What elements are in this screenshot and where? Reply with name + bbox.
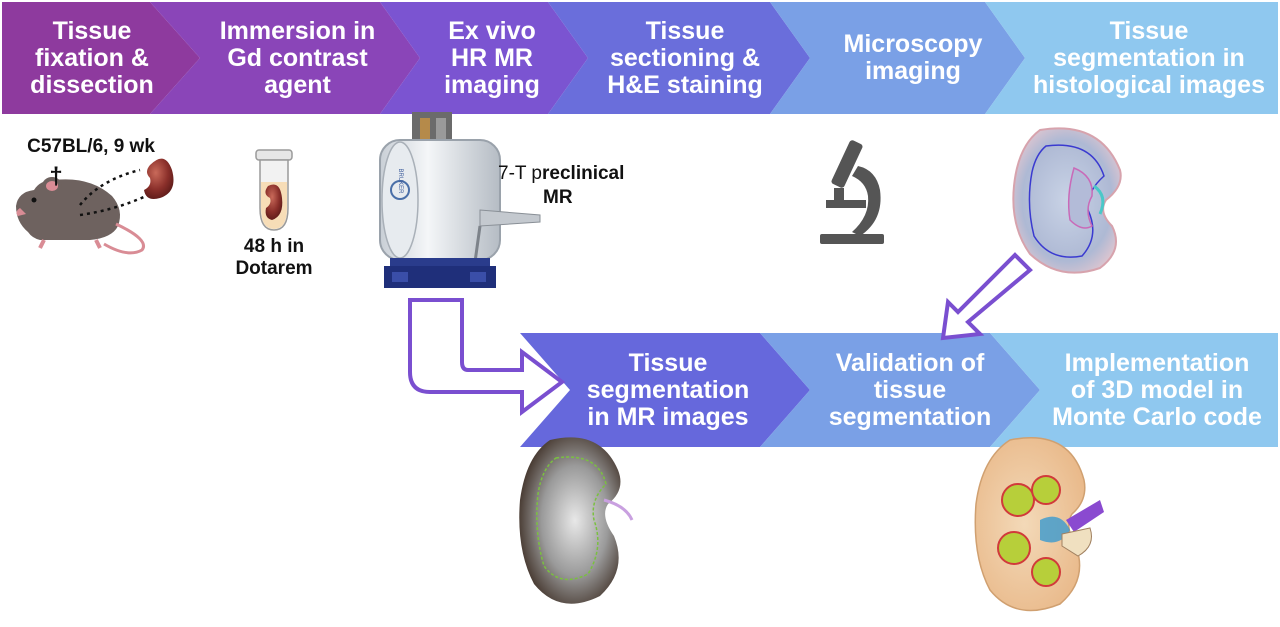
kidney-icon <box>144 158 174 199</box>
chevron-step-4 <box>548 2 810 114</box>
step-label-immersion: Immersion in Gd contrast agent <box>219 16 376 99</box>
mri-scanner-icon <box>379 112 541 288</box>
flow-arrow-mr <box>408 298 566 416</box>
step-label-fixation: Tissue fixation & dissection <box>30 16 154 99</box>
step-label-mr-segmentation: Tissue segmentation in MR images <box>586 348 750 431</box>
flow-arrow-histology <box>940 252 1033 341</box>
tube-caption: 48 h in Dotarem <box>235 236 313 279</box>
dagger-symbol: † <box>49 163 63 190</box>
step-label-implementation: Implementation of 3D model in Monte Carl… <box>1052 348 1262 431</box>
mr-caption-bold-1: reclinical <box>542 163 625 184</box>
step-label-validation: Validation of tissue segmentation <box>828 348 992 431</box>
chevron-step-3 <box>380 2 588 114</box>
mr-kidney-image <box>519 437 634 604</box>
step-label-sectioning: Tissue sectioning & H&E staining <box>607 16 763 99</box>
3d-kidney-model-image <box>974 437 1104 612</box>
step-label-microscopy: Microscopy imaging <box>843 30 983 85</box>
bottom-chevron-row <box>520 333 1278 447</box>
chevron-step-5 <box>770 2 1025 114</box>
chevron-step-6 <box>985 2 1278 114</box>
mr-scanner-caption: 7-T preclinical MR <box>498 162 648 210</box>
chevron-bottom-3 <box>990 333 1278 447</box>
top-chevron-row <box>2 2 1278 114</box>
chevron-bottom-2 <box>760 333 1040 447</box>
mouse-strain-caption: C57BL/6, 9 wk <box>27 136 155 157</box>
mr-caption-prefix: 7-T p <box>498 163 543 184</box>
step-label-mr-imaging: Ex vivo HR MR imaging <box>444 16 540 99</box>
chevron-bottom-1 <box>520 333 810 447</box>
histology-kidney-image <box>1012 127 1122 274</box>
test-tube-icon <box>255 149 293 231</box>
mr-caption-bold-2: MR <box>543 187 573 208</box>
chevron-step-2 <box>150 2 420 114</box>
scanner-brand-label: BRUKER <box>397 168 403 194</box>
chevron-step-1 <box>2 2 200 114</box>
mouse-icon <box>16 168 147 255</box>
step-label-histology-segmentation: Tissue segmentation in histological imag… <box>1032 16 1265 99</box>
microscope-icon <box>820 140 884 244</box>
